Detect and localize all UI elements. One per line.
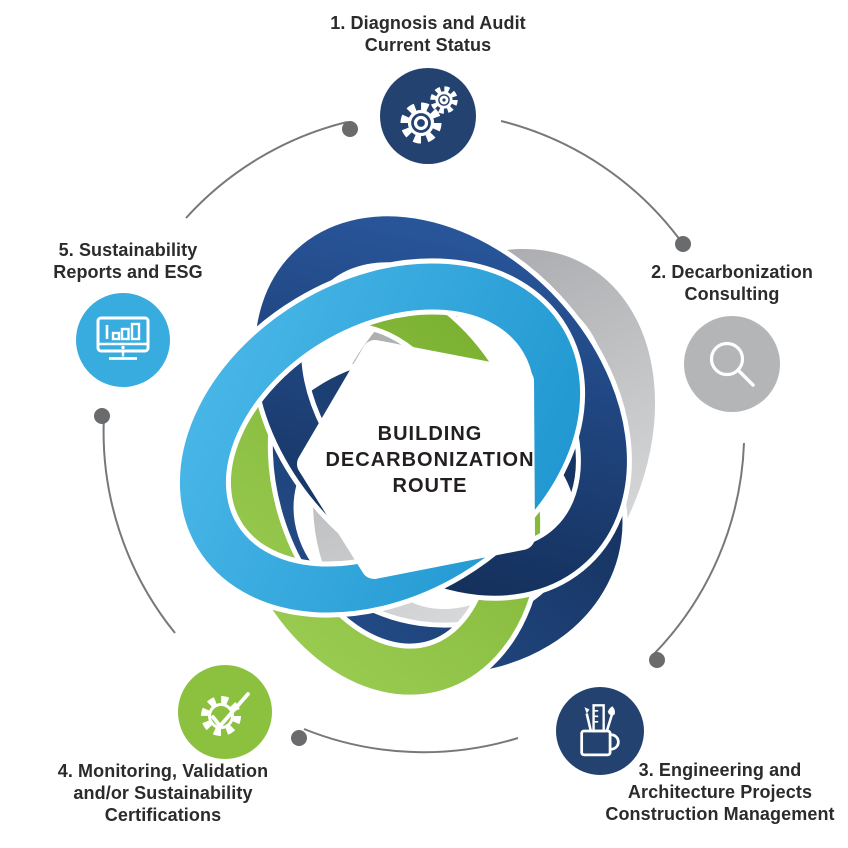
center-title-line: DECARBONIZATION — [325, 449, 535, 471]
step-label-4: 4. Monitoring, Validation and/or Sustain… — [57, 761, 269, 825]
step-circle-4 — [178, 665, 272, 759]
connector-dot — [675, 236, 691, 252]
knot-center-white — [297, 340, 535, 579]
connector-arc-5-1 — [185, 121, 348, 219]
connector-arc-2-3 — [653, 442, 745, 655]
connector-arc-1-2 — [500, 120, 684, 245]
step-circle-2 — [684, 316, 780, 412]
step-label-2: 2. Decarbonization Consulting — [651, 262, 813, 304]
gears-icon — [400, 86, 458, 144]
center-title-line: BUILDING — [377, 423, 483, 445]
knot-ribbons — [174, 211, 661, 700]
design-tools-mug-icon — [580, 704, 620, 757]
connector-dot — [291, 730, 307, 746]
connector-arc-4-5 — [102, 414, 176, 634]
connector-arcs — [102, 120, 745, 754]
connector-arc-3-4 — [303, 728, 519, 754]
gear-check-icon — [201, 692, 250, 736]
step-label-1: 1. Diagnosis and Audit Current Status — [330, 13, 526, 55]
step-label-5: 5. Sustainability Reports and ESG — [53, 240, 203, 282]
step-circle-5 — [76, 293, 170, 387]
step-label-3: 3. Engineering and Architecture Projects… — [605, 760, 835, 824]
monitor-bar-chart-icon — [96, 316, 150, 360]
connector-dots — [94, 121, 691, 746]
magnifier-icon — [709, 341, 755, 387]
step-circle-3 — [556, 687, 644, 775]
connector-dot — [342, 121, 358, 137]
connector-dot — [94, 408, 110, 424]
connector-dot — [649, 652, 665, 668]
step-circle-1 — [380, 68, 476, 164]
center-title-line: ROUTE — [392, 475, 468, 497]
center-title: BUILDING DECARBONIZATION ROUTE — [305, 421, 555, 499]
